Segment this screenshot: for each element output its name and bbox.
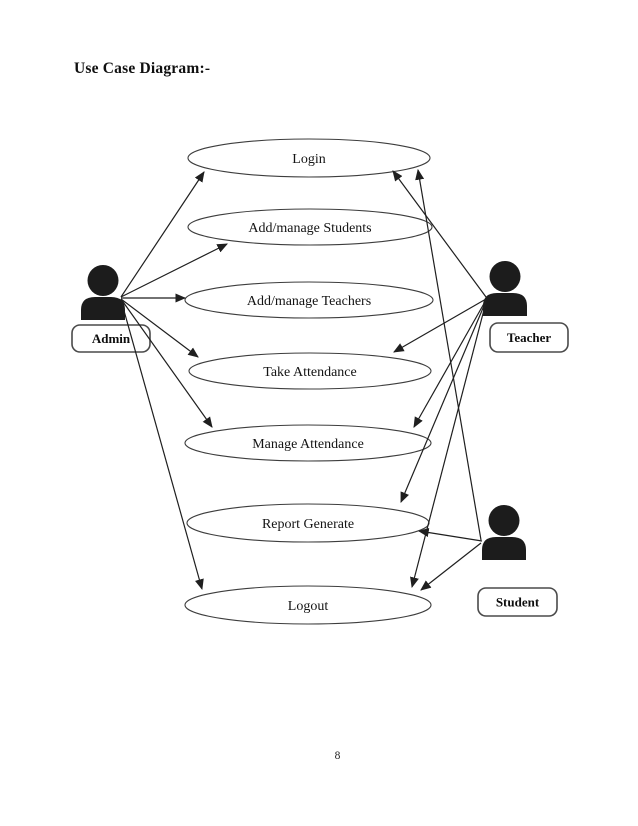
use-case-label-take-attendance: Take Attendance [263,365,356,380]
admin-label: Admin [92,331,131,346]
edge-student-to-report-generate [417,528,483,542]
use-case-manage-attendance [184,424,432,462]
page-title: Use Case Diagram:- [74,60,211,77]
use-case-label-manage-attendance: Manage Attendance [252,437,364,452]
edge-student-to-logout [420,542,482,591]
edge-student-to-login [415,168,482,541]
student-person-head-icon [488,505,520,536]
association-edges [120,168,487,591]
use-case-label-report-generate: Report Generate [262,517,354,532]
use-case-logout [184,585,432,625]
teacher-label-box [489,322,569,353]
edge-admin-to-login [120,171,205,298]
use-case-label-add-manage-students: Add/manage Students [248,221,371,236]
edge-teacher-to-take-attendance [393,298,487,353]
use-case-label-logout: Logout [288,599,329,614]
use-case-add-manage-students [187,208,433,246]
admin-person-head-icon [87,265,119,296]
edge-admin-to-logout [120,299,204,591]
edge-teacher-to-manage-attendance [413,299,487,428]
student-label-box [477,587,558,617]
page-number: 8 [334,750,341,762]
use-case-label-login: Login [292,152,325,167]
student-label: Student [496,595,540,610]
edge-admin-to-add-manage-students [120,243,228,298]
edge-teacher-to-logout [410,301,487,589]
use-case-label-add-manage-teachers: Add/manage Teachers [247,294,371,309]
student-person-body-icon [482,537,526,560]
edge-teacher-to-login [392,170,487,298]
edge-admin-to-manage-attendance [120,298,213,428]
teacher-label: Teacher [507,330,552,345]
teacher-person-head-icon [489,261,521,292]
use-case-take-attendance [188,352,432,390]
use-case-login [187,138,431,178]
edge-teacher-to-report-generate [400,300,487,503]
teacher-person-body-icon [483,293,527,316]
admin-person-body-icon [81,297,125,320]
edge-admin-to-take-attendance [120,298,199,358]
